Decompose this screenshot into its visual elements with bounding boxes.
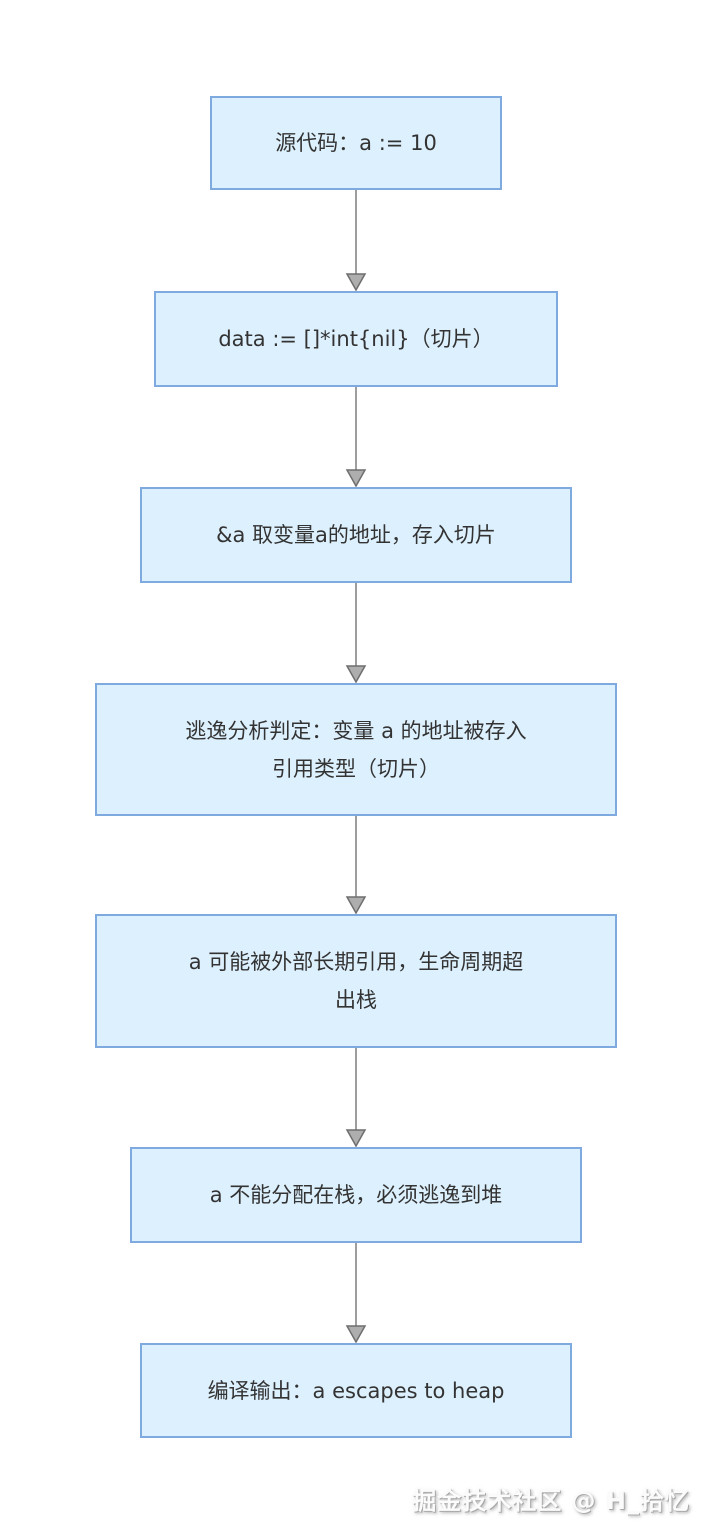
flow-node-escape-judgement: 逃逸分析判定：变量 a 的地址被存入 引用类型（切片） [95, 683, 617, 816]
flow-node-label: data := []*int{nil}（切片） [218, 327, 494, 351]
flow-node-lifetime-beyond-stack: a 可能被外部长期引用，生命周期超 出栈 [95, 914, 617, 1048]
down-arrow-icon [345, 816, 367, 914]
flow-node-source-code: 源代码：a := 10 [210, 96, 502, 190]
flow-node-take-address: &a 取变量a的地址，存入切片 [140, 487, 572, 583]
flow-node-slice-declaration: data := []*int{nil}（切片） [154, 291, 558, 387]
flowchart-canvas: 源代码：a := 10 data := []*int{nil}（切片） &a 取… [95, 96, 617, 1438]
flow-node-must-escape-to-heap: a 不能分配在栈，必须逃逸到堆 [130, 1147, 582, 1243]
flow-node-label: a 不能分配在栈，必须逃逸到堆 [209, 1183, 503, 1207]
flow-node-compiler-output: 编译输出：a escapes to heap [140, 1343, 572, 1438]
flow-node-label: 编译输出：a escapes to heap [207, 1378, 505, 1403]
watermark: 掘金技术社区 @ H_拾忆 [412, 1487, 690, 1515]
down-arrow-icon [345, 1243, 367, 1343]
down-arrow-icon [345, 190, 367, 291]
down-arrow-icon [345, 583, 367, 683]
down-arrow-icon [345, 1048, 367, 1147]
flow-node-label: 逃逸分析判定：变量 a 的地址被存入 引用类型（切片） [185, 718, 527, 781]
flow-node-label: &a 取变量a的地址，存入切片 [216, 523, 496, 547]
flow-node-label: a 可能被外部长期引用，生命周期超 出栈 [188, 950, 524, 1012]
flow-node-label: 源代码：a := 10 [275, 131, 437, 155]
down-arrow-icon [345, 387, 367, 487]
